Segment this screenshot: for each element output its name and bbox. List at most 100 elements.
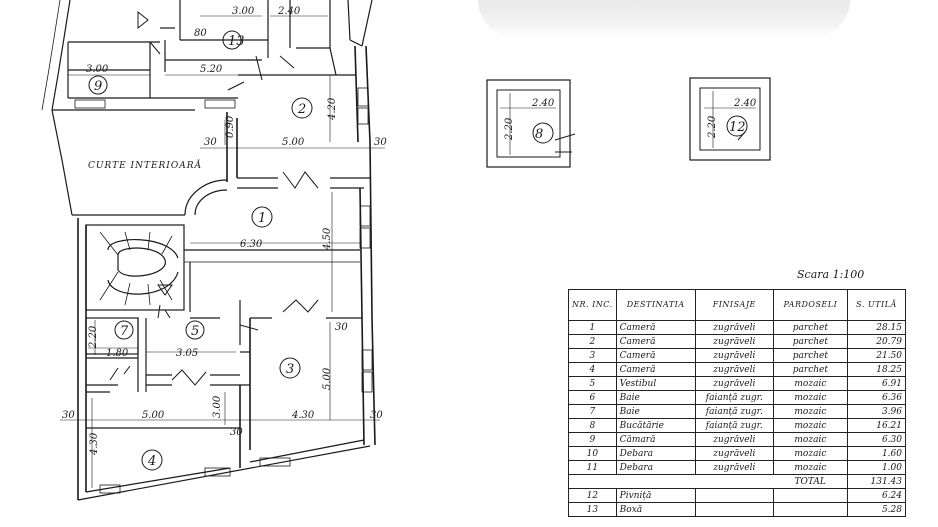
dim-3-00-room9: 3.00 [86, 64, 109, 75]
cell-suprafata: 1.00 [846, 460, 907, 475]
cell-nr: 7 [568, 404, 617, 419]
cell-finisaje: zugrăveli [694, 376, 774, 391]
cell-suprafata: 28.15 [846, 320, 907, 335]
cell-finisaje: faianță zugr. [694, 418, 774, 433]
room-9-number: 9 [94, 79, 102, 94]
cell-pardoseli: parchet [772, 362, 848, 377]
cell-suprafata: 1.60 [846, 446, 907, 461]
cell-suprafata: 18.25 [846, 362, 907, 377]
col-nr: NR. INC. [568, 289, 617, 321]
cell-pardoseli: mozaic [772, 418, 848, 433]
cell-nr: 8 [568, 418, 617, 433]
cell-empty [568, 474, 617, 489]
cell-destinatia: Bucătărie [615, 418, 696, 433]
box-13-height: 2.20 [707, 115, 718, 139]
cell-suprafata: 3.96 [846, 404, 907, 419]
scale-label: Scara 1:100 [797, 268, 865, 281]
cell-suprafata: 6.24 [846, 488, 907, 503]
room-4-number: 4 [147, 454, 156, 469]
dim-5-00-right: 5.00 [322, 367, 333, 390]
plan-doors [109, 41, 319, 386]
plan-arrows [137, 10, 173, 319]
cell-suprafata: 20.79 [846, 334, 907, 349]
cell-destinatia: Vestibul [615, 376, 696, 391]
dim-1-80: 1.80 [106, 348, 129, 359]
dim-3-00-mid: 3.00 [212, 395, 223, 418]
cell-finisaje: zugrăveli [694, 432, 774, 447]
cell-destinatia: Cameră [615, 362, 696, 377]
total-value: 131.43 [846, 474, 907, 489]
scan-smudge [478, 0, 850, 38]
col-suprafata: S. UTILĂ [846, 289, 907, 321]
cell-destinatia: Debara [615, 460, 696, 475]
dim-4-50: 4.50 [322, 227, 333, 251]
cell-destinatia: Boxă [615, 502, 696, 517]
dim-3-05: 3.05 [176, 348, 198, 359]
cell-nr: 10 [568, 446, 617, 461]
dim-30-f: 30 [230, 427, 243, 438]
dim-30-a: 30 [204, 137, 217, 148]
cell-nr: 4 [568, 362, 617, 377]
room-12-number: 8 [535, 127, 543, 142]
col-finisaje: FINISAJE [694, 289, 774, 321]
dim-2-40-top: 2.40 [277, 6, 301, 17]
cell-destinatia: Pivniță [615, 488, 696, 503]
room-7-number: 7 [120, 324, 129, 339]
cell-destinatia: Cameră [615, 320, 696, 335]
cell-pardoseli: parchet [772, 334, 848, 349]
dim-30-b: 30 [374, 137, 387, 148]
dim-30-c: 30 [335, 322, 348, 333]
cell-suprafata: 6.91 [846, 376, 907, 391]
cell-pardoseli [772, 488, 848, 503]
dim-30-d: 30 [62, 410, 75, 421]
cell-pardoseli: parchet [772, 348, 848, 363]
cell-finisaje: zugrăveli [694, 460, 774, 475]
cell-finisaje [694, 488, 774, 503]
cell-nr: 1 [568, 320, 617, 335]
cellar-12-width: 2.40 [531, 98, 555, 109]
plan-walls [41, 0, 376, 501]
col-pardoseli: PARDOSELI [772, 289, 848, 321]
dim-80: 80 [194, 28, 207, 39]
plan-dimension-lines [60, 15, 385, 488]
dim-5-20: 5.20 [200, 64, 223, 75]
dim-0-90: 0.90 [225, 115, 236, 138]
dim-30-e: 30 [370, 410, 383, 421]
cell-finisaje: faianță zugr. [694, 404, 774, 419]
room-3-number: 3 [286, 362, 294, 377]
cell-suprafata: 5.28 [846, 502, 907, 517]
cell-empty [695, 474, 774, 489]
cell-pardoseli: mozaic [772, 460, 848, 475]
cell-nr: 13 [568, 502, 617, 517]
dim-4-30-left: 4.30 [89, 432, 100, 456]
room-schedule-table: NR. INC. DESTINATIA FINISAJE PARDOSELI S… [568, 289, 907, 517]
cellar-12-height: 2.20 [504, 117, 515, 141]
cell-nr: 6 [568, 390, 617, 405]
cell-finisaje: zugrăveli [694, 446, 774, 461]
cell-pardoseli: mozaic [772, 390, 848, 405]
cell-pardoseli [772, 502, 848, 517]
cellar-12-plan [486, 79, 576, 168]
cell-finisaje: zugrăveli [694, 348, 774, 363]
dim-3-00-top: 3.00 [232, 6, 255, 17]
room-2-number: 2 [297, 102, 306, 117]
cell-nr: 5 [568, 376, 617, 391]
room-8-number: 13 [228, 34, 245, 49]
dim-6-30: 6.30 [240, 239, 263, 250]
cell-nr: 12 [568, 488, 617, 503]
box-13-plan [689, 77, 771, 161]
dim-4-20: 4.20 [327, 97, 338, 121]
cell-finisaje: zugrăveli [694, 362, 774, 377]
